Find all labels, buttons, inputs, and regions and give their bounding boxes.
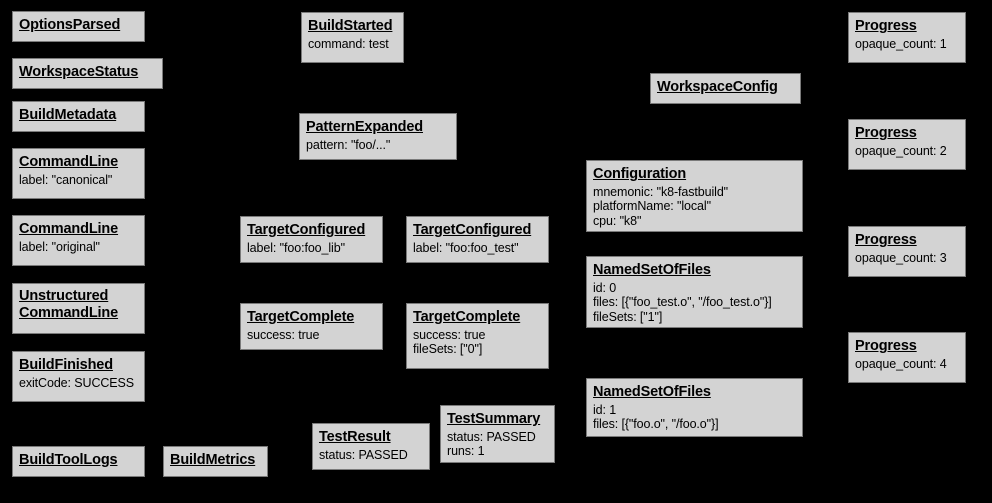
event-node-field: fileSets: ["1"] <box>593 309 663 324</box>
event-node-command-line-original[interactable]: CommandLine label: "original" <box>12 215 145 266</box>
event-node-fields: label: "original" <box>19 240 138 255</box>
event-node-field: files: [{"foo_test.o", "/foo_test.o"}] <box>593 295 772 310</box>
event-node-title: TargetComplete <box>247 309 355 325</box>
event-node-configuration[interactable]: Configuration mnemonic: "k8-fastbuild"pla… <box>586 160 803 232</box>
event-node-fields: pattern: "foo/..." <box>306 138 450 153</box>
event-node-field: label: "original" <box>19 239 100 254</box>
event-node-field: command: test <box>308 36 389 51</box>
event-node-fields: label: "foo:foo_lib" <box>247 241 376 256</box>
event-node-options-parsed[interactable]: OptionsParsed <box>12 11 145 42</box>
event-node-field: mnemonic: "k8-fastbuild" <box>593 184 729 199</box>
event-node-field: id: 0 <box>593 280 617 295</box>
event-node-title: WorkspaceStatus <box>19 64 139 80</box>
event-node-title: BuildStarted <box>308 18 393 34</box>
event-node-title: CommandLine <box>19 154 119 170</box>
event-node-build-tool-logs[interactable]: BuildToolLogs <box>12 446 145 477</box>
event-node-command-line-canonical[interactable]: CommandLine label: "canonical" <box>12 148 145 199</box>
event-node-title: NamedSetOfFiles <box>593 384 711 400</box>
event-node-title: BuildMetrics <box>170 452 256 468</box>
event-node-title: TargetConfigured <box>413 222 532 238</box>
event-node-progress-4[interactable]: Progress opaque_count: 4 <box>848 332 966 383</box>
event-node-fields: exitCode: SUCCESS <box>19 376 138 391</box>
event-node-field: label: "foo:foo_test" <box>413 240 519 255</box>
event-node-field: opaque_count: 1 <box>855 36 947 51</box>
event-node-build-started[interactable]: BuildStarted command: test <box>301 12 404 63</box>
event-node-fields: opaque_count: 3 <box>855 251 959 266</box>
event-node-title: TargetConfigured <box>247 222 366 238</box>
event-node-field: opaque_count: 2 <box>855 143 947 158</box>
event-node-field: status: PASSED <box>319 447 408 462</box>
event-node-title: BuildFinished <box>19 357 113 373</box>
event-node-title: Configuration <box>593 166 687 182</box>
event-node-build-finished[interactable]: BuildFinished exitCode: SUCCESS <box>12 351 145 402</box>
event-node-fields: label: "foo:foo_test" <box>413 241 542 256</box>
event-node-fields: opaque_count: 2 <box>855 144 959 159</box>
event-node-field: success: true <box>413 327 486 342</box>
event-node-field: runs: 1 <box>447 444 485 459</box>
event-node-unstructured-command-line[interactable]: Unstructured CommandLine <box>12 283 145 334</box>
event-node-title: CommandLine <box>19 221 119 237</box>
event-node-build-metadata[interactable]: BuildMetadata <box>12 101 145 132</box>
event-node-progress-2[interactable]: Progress opaque_count: 2 <box>848 119 966 170</box>
event-node-target-complete-lib[interactable]: TargetComplete success: true <box>240 303 383 350</box>
event-node-title: TargetComplete <box>413 309 521 325</box>
event-node-fields: command: test <box>308 37 397 52</box>
event-node-fields: opaque_count: 4 <box>855 357 959 372</box>
event-node-title: Progress <box>855 18 917 34</box>
event-node-fields: status: PASSED <box>319 448 423 463</box>
event-node-field: pattern: "foo/..." <box>306 137 391 152</box>
event-node-title: TestSummary <box>447 411 541 427</box>
event-node-field: platformName: "local" <box>593 199 711 214</box>
event-node-progress-3[interactable]: Progress opaque_count: 3 <box>848 226 966 277</box>
event-node-field: exitCode: SUCCESS <box>19 375 135 390</box>
event-node-fields: label: "canonical" <box>19 173 138 188</box>
event-node-pattern-expanded[interactable]: PatternExpanded pattern: "foo/..." <box>299 113 457 160</box>
event-node-workspace-config[interactable]: WorkspaceConfig <box>650 73 801 104</box>
event-node-target-configured-lib[interactable]: TargetConfigured label: "foo:foo_lib" <box>240 216 383 263</box>
event-node-workspace-status[interactable]: WorkspaceStatus <box>12 58 163 89</box>
event-node-title: Progress <box>855 338 917 354</box>
event-node-title: BuildMetadata <box>19 107 117 123</box>
event-node-title: BuildToolLogs <box>19 452 118 468</box>
event-node-build-metrics[interactable]: BuildMetrics <box>163 446 268 477</box>
event-node-field: files: [{"foo.o", "/foo.o"}] <box>593 417 719 432</box>
event-node-title: TestResult <box>319 429 391 445</box>
event-node-fields: mnemonic: "k8-fastbuild"platformName: "l… <box>593 185 796 229</box>
event-node-progress-1[interactable]: Progress opaque_count: 1 <box>848 12 966 63</box>
event-node-title: Progress <box>855 232 917 248</box>
event-node-field: opaque_count: 4 <box>855 356 947 371</box>
event-node-target-configured-test[interactable]: TargetConfigured label: "foo:foo_test" <box>406 216 549 263</box>
event-node-field: cpu: "k8" <box>593 213 642 228</box>
event-node-test-result[interactable]: TestResult status: PASSED <box>312 423 430 470</box>
event-node-fields: opaque_count: 1 <box>855 37 959 52</box>
event-node-field: id: 1 <box>593 402 617 417</box>
event-node-title: WorkspaceConfig <box>657 79 778 95</box>
event-node-fields: success: true <box>247 328 376 343</box>
event-node-field: success: true <box>247 327 320 342</box>
event-node-title: PatternExpanded <box>306 119 423 135</box>
event-node-title: NamedSetOfFiles <box>593 262 711 278</box>
event-node-title: Unstructured CommandLine <box>19 288 119 321</box>
event-node-field: fileSets: ["0"] <box>413 342 483 357</box>
event-node-field: label: "canonical" <box>19 172 113 187</box>
event-node-title: OptionsParsed <box>19 17 121 33</box>
event-node-title: Progress <box>855 125 917 141</box>
event-node-field: opaque_count: 3 <box>855 250 947 265</box>
event-node-field: status: PASSED <box>447 429 536 444</box>
event-node-field: label: "foo:foo_lib" <box>247 240 345 255</box>
